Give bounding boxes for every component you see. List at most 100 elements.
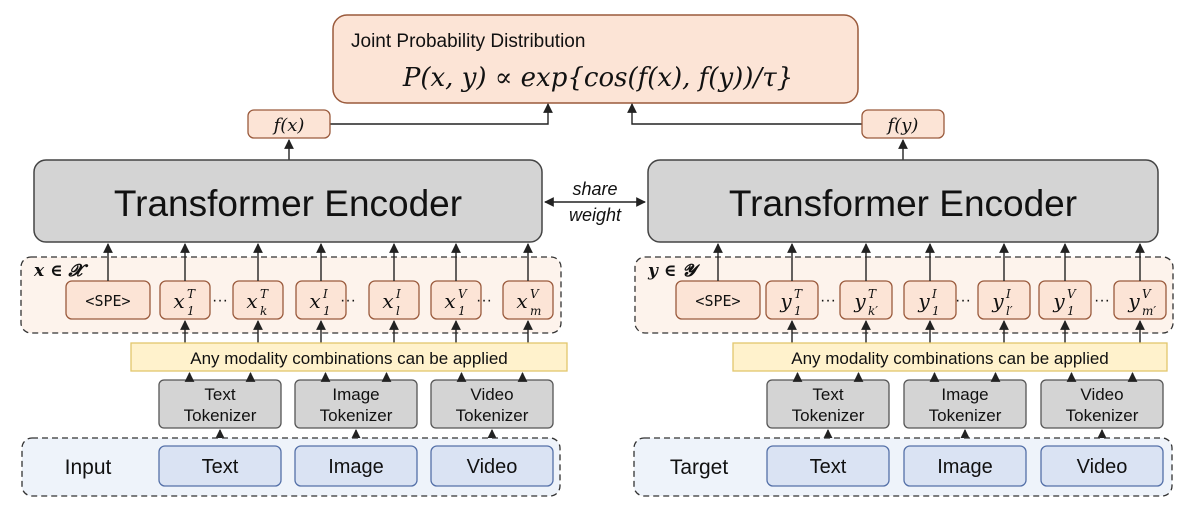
joint-connectors	[330, 103, 862, 125]
left-banner-text: Any modality combinations can be applied	[190, 349, 508, 368]
target-label: Target	[670, 456, 729, 479]
right-token-base: y	[779, 289, 792, 313]
right-token-base: y	[853, 289, 866, 313]
joint-probability-box: Joint Probability Distribution P(x, y) ∝…	[332, 14, 859, 104]
fy-label: f(y)	[886, 115, 919, 136]
right-token-sub: m′	[1142, 304, 1156, 318]
left-token-sub: 1	[458, 304, 466, 318]
right-token-sub: k′	[868, 304, 878, 318]
left-token-base: x	[516, 289, 527, 313]
left-token-base: x	[444, 289, 455, 313]
left-token-sub: k	[260, 304, 267, 318]
left-token-sup: V	[530, 287, 540, 301]
right-tokenizer-line1: Video	[1080, 385, 1123, 404]
right-input-text: Text	[766, 445, 890, 487]
left-token-sub: l	[396, 304, 400, 318]
left-token-sup: T	[187, 287, 196, 301]
right-inputs: Text Image Video	[766, 445, 1164, 487]
fx-label: f(x)	[272, 115, 305, 136]
left-lower: TextTokenizerImageTokenizerVideoTokenize…	[158, 372, 554, 446]
joint-title: Joint Probability Distribution	[351, 31, 585, 52]
right-ellipsis-2: ···	[955, 292, 971, 309]
left-tokenizer-line2: Tokenizer	[184, 406, 257, 425]
left-token-sub: 1	[323, 304, 331, 318]
right-token-sup: I	[1005, 287, 1011, 301]
left-token-sup: I	[395, 287, 401, 301]
left-token-panel: x ∈ 𝓧	[20, 256, 562, 334]
right-token-base: y	[1052, 289, 1065, 313]
right-ellipsis-3: ···	[1094, 292, 1110, 309]
left-token-base: x	[382, 289, 393, 313]
right-token-sub: 1	[1067, 304, 1075, 318]
left-token-sub: 1	[187, 304, 195, 318]
share-weight: share weight	[544, 179, 646, 225]
left-ellipsis-2: ···	[340, 292, 356, 309]
left-tokenizer-line1: Image	[332, 385, 379, 404]
left-ellipsis-3: ···	[476, 292, 492, 309]
left-token-base: x	[246, 289, 257, 313]
left-encoder-label: Transformer Encoder	[114, 183, 462, 224]
left-input-image: Image	[294, 445, 418, 487]
fy-box: f(y)	[861, 109, 945, 139]
right-token-sup: V	[1142, 287, 1152, 301]
encoder-to-f-arrows	[284, 139, 908, 160]
left-input-panel: Input	[21, 437, 561, 497]
left-spe-token: <SPE>	[65, 280, 151, 320]
right-input-label: Image	[937, 456, 993, 478]
right-token-sup: I	[931, 287, 937, 301]
right-input-video: Video	[1040, 445, 1164, 487]
left-input-text: Text	[158, 445, 282, 487]
right-token-base: y	[917, 289, 930, 313]
left-input-video: Video	[430, 445, 554, 487]
fx-box: f(x)	[247, 109, 331, 139]
input-label: Input	[65, 456, 112, 479]
left-input-label: Text	[202, 456, 239, 478]
right-tokenizer-line1: Image	[941, 385, 988, 404]
right-token-sub: 1	[932, 304, 940, 318]
left-tokenizer-line1: Text	[204, 385, 235, 404]
right-set-label: y ∈ 𝓨	[647, 261, 700, 281]
left-tokenizer-line2: Tokenizer	[320, 406, 393, 425]
right-ellipsis-1: ···	[820, 292, 836, 309]
right-tokenizer-line2: Tokenizer	[792, 406, 865, 425]
left-token-sup: V	[458, 287, 468, 301]
right-banner: Any modality combinations can be applied	[732, 342, 1168, 372]
left-input-label: Video	[467, 456, 518, 478]
left-banner: Any modality combinations can be applied	[130, 342, 568, 372]
right-spe-token: <SPE>	[675, 280, 761, 320]
right-spe-label: <SPE>	[695, 292, 740, 310]
right-input-image: Image	[903, 445, 1027, 487]
right-token-sup: V	[1067, 287, 1077, 301]
right-token-sup: T	[868, 287, 877, 301]
left-token-sup: I	[322, 287, 328, 301]
weight-label: weight	[569, 205, 622, 225]
right-input-label: Text	[810, 456, 847, 478]
right-tokenizer-line1: Text	[812, 385, 843, 404]
right-token-sup: T	[794, 287, 803, 301]
left-token-base: x	[173, 289, 184, 313]
right-token-sub: l′	[1006, 304, 1013, 318]
right-transformer-encoder: Transformer Encoder	[647, 159, 1159, 243]
right-banner-text: Any modality combinations can be applied	[791, 349, 1109, 368]
left-tokenizer-line1: Video	[470, 385, 513, 404]
left-token-base: x	[309, 289, 320, 313]
right-token-base: y	[1127, 289, 1140, 313]
left-set-label: x ∈ 𝓧	[33, 261, 89, 281]
